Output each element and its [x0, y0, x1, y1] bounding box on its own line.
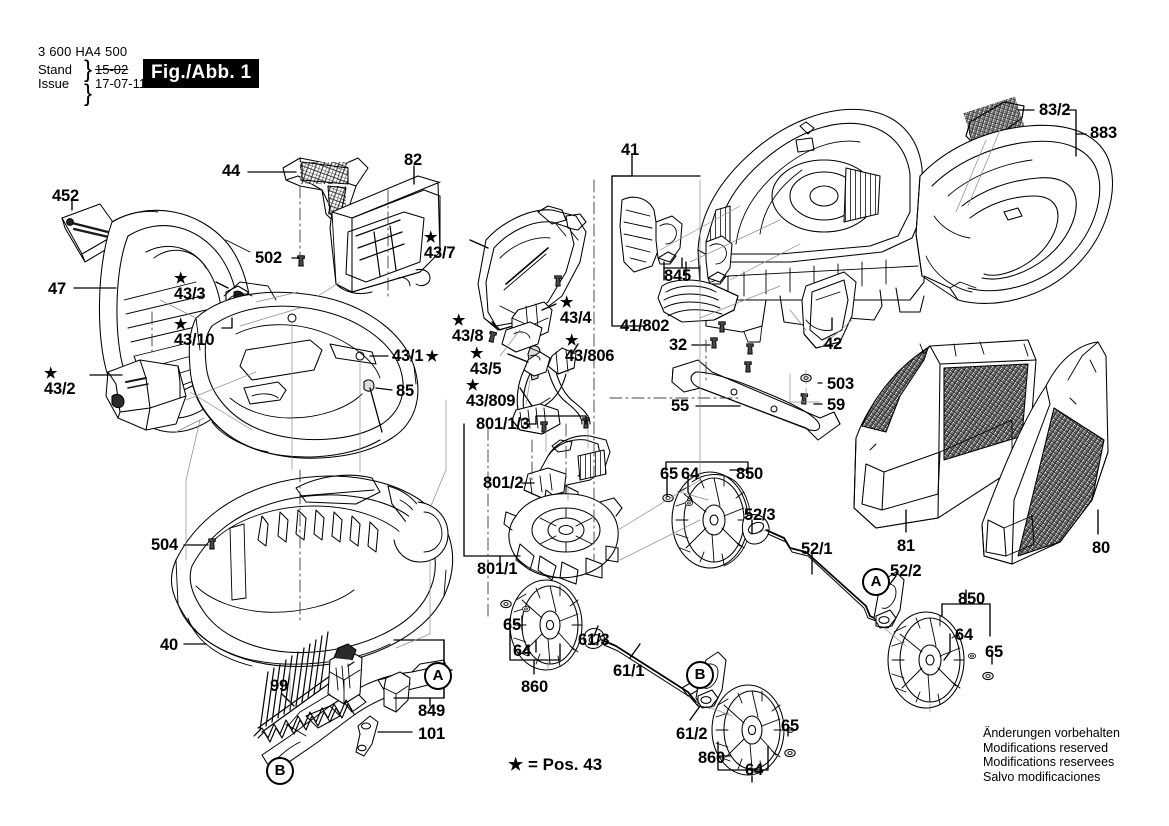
- issue-value: 17-07-11: [95, 76, 147, 91]
- callout-52-1: 52/1: [801, 540, 833, 558]
- detail-marker-B-handle: B: [266, 757, 294, 785]
- callout-801-1-3: 801/1/3: [476, 415, 530, 433]
- modifications-note: Änderungen vorbehalten Modifications res…: [983, 726, 1120, 784]
- figure-badge: Fig./Abb. 1: [143, 59, 260, 88]
- callout-883: 883: [1090, 124, 1117, 142]
- callout-41: 41: [621, 141, 639, 159]
- callout-59: 59: [827, 396, 845, 414]
- header-brace: }}: [84, 56, 93, 107]
- callout-47: 47: [48, 280, 66, 298]
- callout-32: 32: [669, 336, 687, 354]
- callout-85: 85: [396, 382, 414, 400]
- callout-65-d: 65: [781, 717, 799, 735]
- note-line-fr: Modifications reservees: [983, 755, 1115, 769]
- callout-801-2: 801/2: [483, 474, 524, 492]
- star-legend: ★ = Pos. 43: [508, 755, 603, 774]
- callout-64-c: 64: [513, 642, 531, 660]
- callout-43-3: 43/3: [174, 272, 206, 303]
- callout-41-802: 41/802: [620, 317, 670, 335]
- callout-99: 99: [270, 677, 288, 695]
- callout-43-806: 43/806: [565, 334, 614, 365]
- callout-860-b: 860: [698, 749, 725, 767]
- callout-65-a: 65: [660, 465, 678, 483]
- callout-81: 81: [897, 537, 915, 555]
- callout-43-10: 43/10: [174, 318, 214, 349]
- callout-61-1: 61/1: [613, 662, 645, 680]
- callout-850-b: 850: [958, 590, 985, 608]
- callout-40: 40: [160, 636, 178, 654]
- callout-83-2: 83/2: [1039, 101, 1071, 119]
- note-line-es: Salvo modificaciones: [983, 769, 1101, 784]
- callout-43-5: 43/5: [470, 347, 502, 378]
- callout-64-d: 64: [745, 761, 763, 779]
- callout-55: 55: [671, 397, 689, 415]
- callout-43-809: 43/809: [466, 379, 515, 410]
- stand-value: 15-02: [95, 62, 129, 77]
- stand-label: Stand: [38, 62, 72, 77]
- callout-65-c: 65: [503, 616, 521, 634]
- callout-43-7: 43/7: [424, 231, 456, 262]
- detail-marker-B-wheel: B: [686, 661, 714, 689]
- callout-849: 849: [418, 702, 445, 720]
- detail-marker-A-wheel: A: [862, 568, 890, 596]
- callout-44: 44: [222, 162, 240, 180]
- callout-43-8: 43/8: [452, 314, 484, 345]
- callout-64-a: 64: [681, 465, 699, 483]
- callout-42: 42: [824, 335, 842, 353]
- callout-61-3: 61/3: [578, 631, 610, 649]
- callout-850-a: 850: [736, 465, 763, 483]
- part-number: 3 600 HA4 500: [38, 44, 128, 59]
- callout-65-b: 65: [985, 643, 1003, 661]
- callout-101: 101: [418, 725, 445, 743]
- callout-502: 502: [255, 249, 282, 267]
- callout-80: 80: [1092, 539, 1110, 557]
- callout-43-4: 43/4: [560, 296, 592, 327]
- callout-52-2: 52/2: [890, 562, 922, 580]
- issue-label: Issue: [38, 76, 70, 91]
- callout-82: 82: [404, 151, 422, 169]
- callout-452: 452: [52, 187, 79, 205]
- note-line-en: Modifications reserved: [983, 740, 1109, 755]
- note-line-de: Änderungen vorbehalten: [983, 726, 1120, 740]
- callout-503: 503: [827, 375, 854, 393]
- callout-52-3: 52/3: [744, 506, 776, 524]
- callout-61-2: 61/2: [676, 725, 708, 743]
- detail-marker-A-handle: A: [424, 662, 452, 690]
- callout-43-2: 43/2: [44, 367, 76, 398]
- callout-64-b: 64: [955, 626, 973, 644]
- callout-504: 504: [151, 536, 178, 554]
- callout-845: 845: [664, 267, 691, 285]
- callout-860-a: 860: [521, 678, 548, 696]
- callout-801-1: 801/1: [477, 560, 518, 578]
- callout-43-1: 43/1: [392, 348, 439, 365]
